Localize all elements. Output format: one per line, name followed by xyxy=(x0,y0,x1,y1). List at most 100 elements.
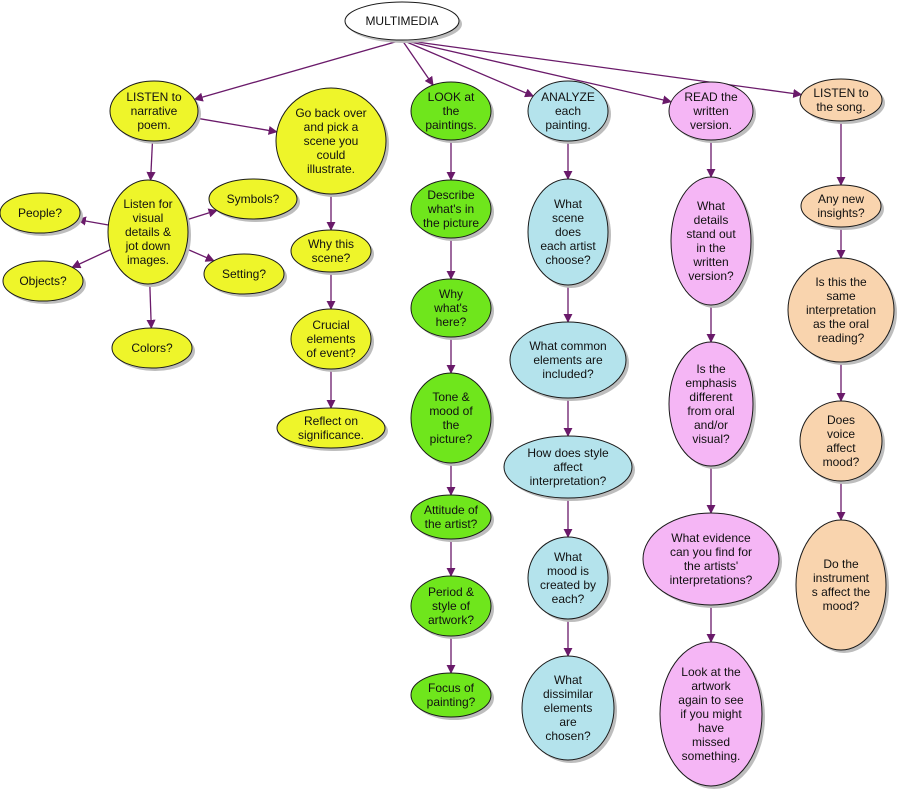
node-label: People? xyxy=(18,206,62,220)
node-label-line: and pick a xyxy=(304,120,359,134)
node-label-line: Go back over xyxy=(295,106,366,120)
node-label-line: Reflect on xyxy=(304,414,358,428)
node-ellipse xyxy=(410,575,492,637)
node-label-line: s affect the xyxy=(812,585,871,599)
node-ellipse xyxy=(208,178,298,220)
node-ellipse xyxy=(2,260,84,302)
connector-arrow xyxy=(401,39,535,98)
node-label-line: Tone & xyxy=(432,390,469,404)
node-label-line: picture? xyxy=(430,432,473,446)
node-label-line: What xyxy=(554,673,583,687)
node-label-line: LISTEN to xyxy=(126,90,182,104)
node-label-line: Crucial xyxy=(312,318,349,332)
node-label: Objects? xyxy=(19,274,67,288)
node-label-line: Is this the xyxy=(815,275,867,289)
node-label-line: insights? xyxy=(817,206,865,220)
node-label-line: here? xyxy=(436,315,467,329)
node-label-line: images. xyxy=(127,253,169,267)
node-root: MULTIMEDIA xyxy=(344,1,462,43)
node-ellipse xyxy=(290,308,372,370)
node-ellipse xyxy=(503,435,633,499)
node-label-line: choose? xyxy=(545,253,591,267)
node-label-line: jot down xyxy=(125,239,171,253)
node-label-line: Is the xyxy=(696,362,726,376)
node-ellipse xyxy=(527,178,609,286)
node-ellipse xyxy=(521,655,615,761)
node-label-line: in the xyxy=(696,241,726,255)
node-ellipse xyxy=(642,512,780,606)
node-label-line: dissimilar xyxy=(543,687,593,701)
connector-arrow xyxy=(401,39,434,86)
node-label-line: written xyxy=(692,255,728,269)
node-ellipse xyxy=(799,78,883,122)
node-label-line: instrument xyxy=(813,571,870,585)
node-label-line: and/or xyxy=(694,418,728,432)
node-label-line: voice xyxy=(827,427,855,441)
node-label-line: scene you xyxy=(304,134,359,148)
node-label-line: as the oral xyxy=(813,317,869,331)
node-ellipse xyxy=(0,192,81,234)
node-label-line: the artists' xyxy=(684,559,738,573)
node-label-line: Why this xyxy=(308,237,354,251)
node-label-line: painting? xyxy=(427,695,476,709)
node-label-line: chosen? xyxy=(545,729,591,743)
node-ellipse xyxy=(203,253,285,295)
node-label-line: interpretation? xyxy=(530,474,607,488)
node-ellipse xyxy=(795,519,887,651)
node-label-line: included? xyxy=(542,367,594,381)
node-label-line: What xyxy=(554,550,583,564)
node-label-line: different xyxy=(689,390,733,404)
node-label-line: artwork? xyxy=(428,613,474,627)
node-label-line: details & xyxy=(125,225,171,239)
node-ellipse xyxy=(107,179,189,285)
node-label-line: style of xyxy=(432,599,471,613)
node-label-line: could xyxy=(317,148,346,162)
node-label-line: of event? xyxy=(306,346,356,360)
node-label-line: the artist? xyxy=(425,517,478,531)
connector-arrow xyxy=(185,248,215,262)
node-ellipse xyxy=(290,229,372,273)
node-label-line: elements are xyxy=(533,353,603,367)
node-label-line: have xyxy=(698,721,724,735)
node-label-line: details xyxy=(694,213,729,227)
connector-arrow xyxy=(146,283,156,329)
connector-arrow xyxy=(196,117,278,135)
connector-arrow xyxy=(146,140,156,182)
node-label-line: the picture xyxy=(423,216,479,230)
node-label-line: can you find for xyxy=(670,545,752,559)
node-label-line: mood of xyxy=(429,404,473,418)
node-label-line: stand out xyxy=(686,227,736,241)
node-ellipse xyxy=(668,81,754,141)
node-label-line: each? xyxy=(552,592,585,606)
connector-arrow xyxy=(193,39,403,102)
node-label-line: Does xyxy=(827,413,855,427)
connector-arrow xyxy=(71,249,111,269)
node-label: MULTIMEDIA xyxy=(365,14,438,28)
connector-arrow xyxy=(401,39,672,105)
node-label-line: ANALYZE xyxy=(541,90,595,104)
node-ellipse xyxy=(509,321,627,399)
node-label-line: Focus of xyxy=(428,681,475,695)
